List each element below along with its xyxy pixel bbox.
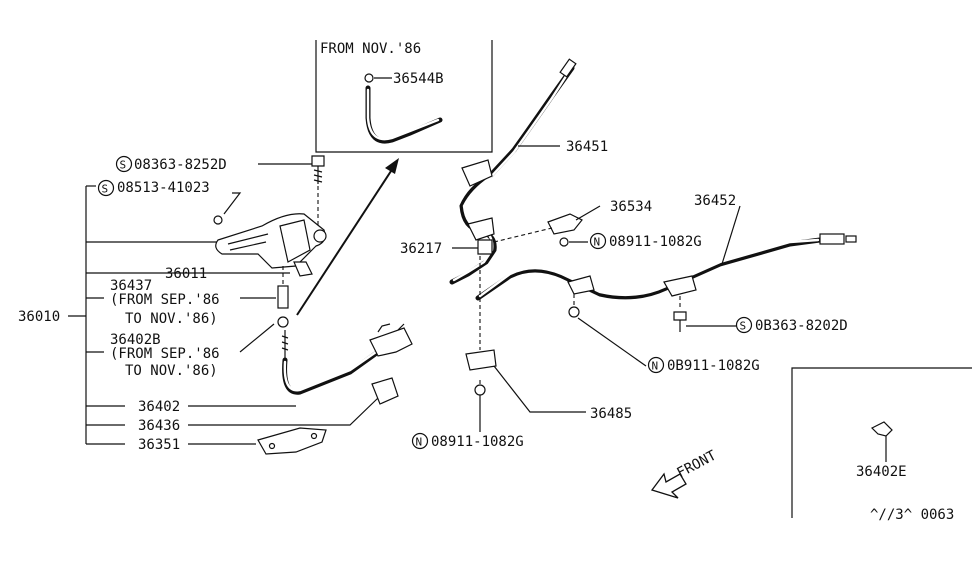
n-symbol-icon: [411, 432, 429, 450]
label-36437: 36437: [110, 278, 152, 294]
label-36402e: 36402E: [856, 464, 907, 480]
label-36011: 36011: [165, 266, 207, 282]
svg-text:N: N: [594, 236, 601, 249]
label-36437-note1: (FROM SEP.'86: [110, 292, 220, 308]
label-0b911-1082g: 0B911-1082G: [667, 358, 760, 374]
inset-frame: [315, 40, 493, 153]
label-36534: 36534: [610, 199, 652, 215]
label-36436: 36436: [138, 418, 180, 434]
grommet-36436-icon: [371, 377, 399, 405]
bracket-36485-icon: [465, 349, 497, 371]
svg-text:S: S: [120, 159, 127, 172]
spacer-36437-icon: [277, 285, 289, 309]
bracket-36351-icon: [257, 427, 327, 455]
clip-36402b-icon: [277, 316, 289, 328]
lever-assembly-icon: [213, 155, 327, 277]
s-symbol-icon: [115, 155, 133, 173]
label-08513-41023: 08513-41023: [117, 180, 210, 196]
label-08911-1082g-b: 08911-1082G: [431, 434, 524, 450]
label-36010: 36010: [18, 309, 60, 325]
catalog-code: ^//3^ 0063: [870, 507, 954, 523]
svg-text:S: S: [102, 183, 109, 196]
label-front: FRONT: [674, 447, 719, 481]
front-arrow-icon: [650, 472, 687, 499]
inset-clip-icon: [364, 73, 374, 83]
rear-cable-36452-icon: [475, 233, 857, 301]
label-36351: 36351: [138, 437, 180, 453]
svg-text:N: N: [652, 360, 659, 373]
label-0b363-8202d: 0B363-8202D: [755, 318, 848, 334]
svg-text:S: S: [740, 320, 747, 333]
inset-frame-br: [791, 367, 972, 518]
left-bracket: [68, 185, 290, 445]
s-symbol-icon: [735, 316, 753, 334]
bracket-36534-icon: [547, 213, 583, 235]
label-36402b-note2: TO NOV.'86): [125, 363, 218, 379]
label-36217: 36217: [400, 241, 442, 257]
label-36452: 36452: [694, 193, 736, 209]
label-36451: 36451: [566, 139, 608, 155]
inset-part-36544b: 36544B: [393, 71, 444, 87]
label-36402b: 36402B: [110, 332, 161, 348]
label-36402b-note1: (FROM SEP.'86: [110, 346, 220, 362]
inset-from-nov-86: FROM NOV.'86 36544B: [315, 40, 493, 153]
svg-text:N: N: [416, 436, 423, 449]
label-36485: 36485: [590, 406, 632, 422]
label-36437-note2: TO NOV.'86): [125, 311, 218, 327]
reference-arrow: [296, 158, 399, 316]
inset-title: FROM NOV.'86: [320, 41, 421, 57]
s-symbol-icon: [97, 179, 115, 197]
label-08911-1082g-a: 08911-1082G: [609, 234, 702, 250]
label-36402: 36402: [138, 399, 180, 415]
front-cable-36402-icon: [281, 323, 413, 395]
label-08363-8252d: 08363-8252D: [134, 157, 227, 173]
n-symbol-icon: [589, 232, 607, 250]
clip-36402e-icon: [870, 421, 893, 437]
rear-cable-36451-icon: [449, 58, 577, 285]
n-symbol-icon: [647, 356, 665, 374]
inset-36402e: 36402E ^//3^ 0063: [791, 367, 972, 523]
